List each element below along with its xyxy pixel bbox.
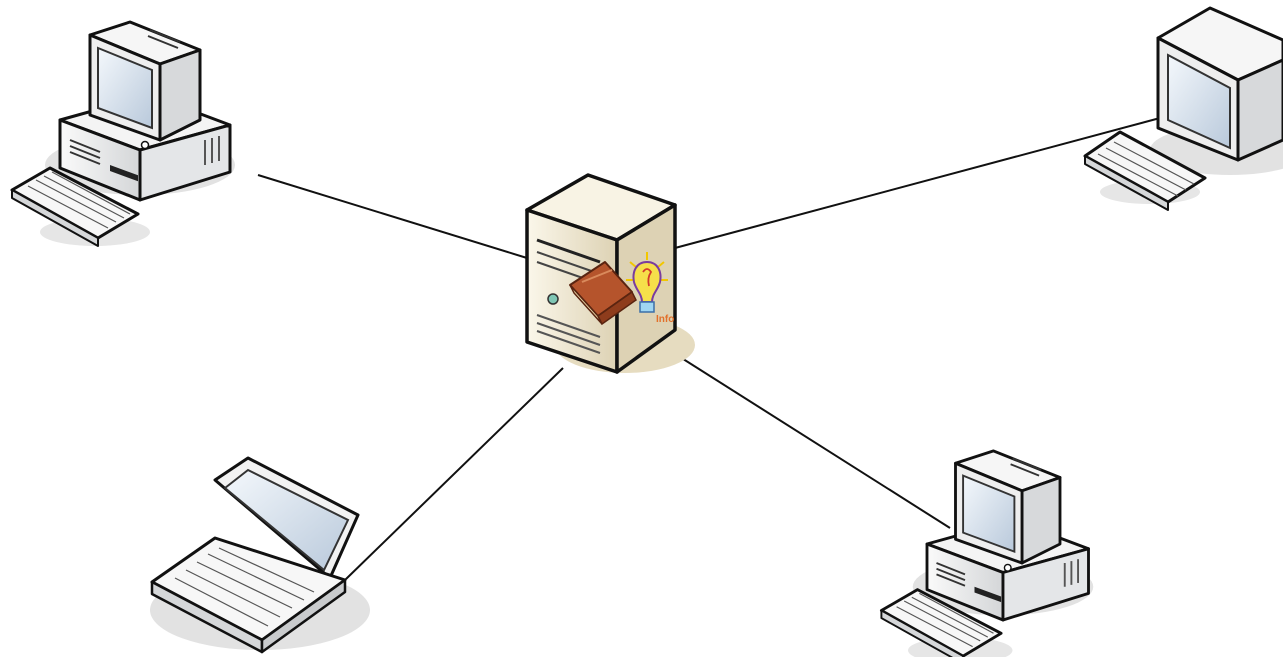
link-server-laptop: [344, 367, 564, 581]
network-links: [257, 117, 1161, 581]
book-icon: [569, 261, 637, 326]
link-server-pc-bottom-right: [649, 337, 951, 529]
link-server-pc-top-right: [674, 117, 1161, 249]
lightbulb-icon: [626, 252, 668, 313]
desktop-computer-icon: [879, 449, 1095, 657]
desktop-computer-icon: [10, 20, 237, 248]
link-server-pc-top-left: [257, 174, 528, 259]
info-badge-text: Info: [656, 314, 674, 325]
desktop-computer-icon: [1083, 6, 1283, 211]
laptop-icon: [148, 456, 372, 654]
